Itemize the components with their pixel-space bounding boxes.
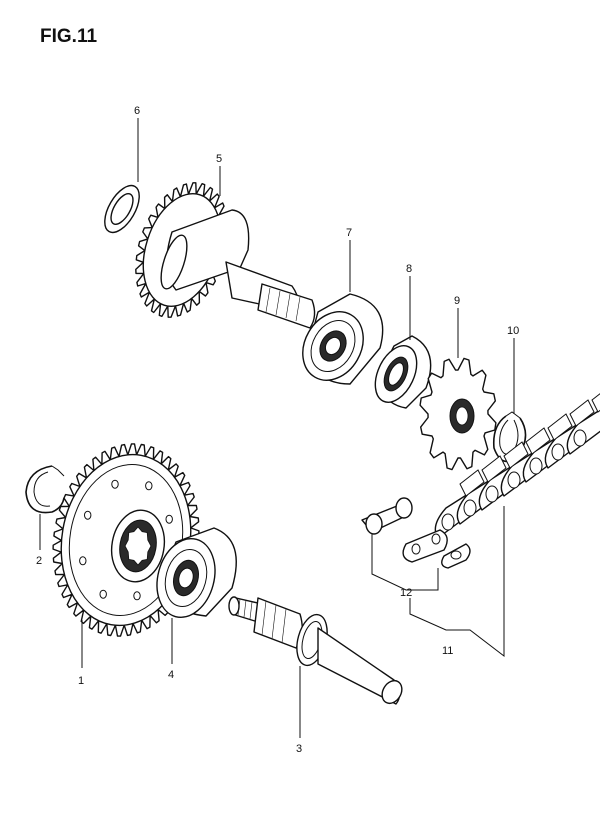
- callout-7: 7: [346, 227, 352, 239]
- callout-5: 5: [216, 153, 222, 165]
- chain-roller: [551, 443, 565, 461]
- callout-2: 2: [36, 555, 42, 567]
- chain-plate: [525, 427, 551, 455]
- callout-9: 9: [454, 295, 460, 307]
- part-8-oil-seal: [374, 335, 432, 409]
- chain-plate: [481, 455, 507, 483]
- gear-hole: [133, 591, 141, 601]
- part-12-chain-joint: [361, 497, 471, 569]
- part-1-driven-gear: [52, 443, 200, 637]
- chain-plate: [459, 469, 485, 497]
- part-4-bearing-lower: [156, 527, 237, 619]
- chain-roller: [507, 471, 521, 489]
- sprocket-spline: [455, 406, 469, 426]
- chain-plate: [591, 393, 600, 413]
- part-3-driveshaft: [228, 596, 403, 705]
- callout-10: 10: [507, 325, 519, 337]
- leader-lines: [39, 118, 515, 738]
- gear-hole: [145, 481, 153, 491]
- gear-hole: [111, 479, 119, 489]
- chain-roller: [463, 499, 477, 517]
- chain-roller: [573, 429, 587, 447]
- part-7-bearing-upper: [302, 293, 384, 385]
- chain-roller: [529, 457, 543, 475]
- callout-11: 11: [442, 645, 453, 657]
- chain-plate: [569, 399, 595, 427]
- part-11-drive-chain: [434, 393, 600, 539]
- chain-roller: [441, 513, 455, 531]
- gear-hole: [99, 589, 107, 599]
- callout-8: 8: [406, 263, 412, 275]
- chain-plate: [547, 413, 573, 441]
- chain-roller: [485, 485, 499, 503]
- hub-spline: [124, 526, 152, 566]
- callout-12: 12: [400, 587, 412, 599]
- part-5-countershaft-gear: [135, 182, 316, 329]
- gear-hole: [79, 556, 87, 566]
- figure-title: FIG.11: [40, 26, 97, 47]
- part-9-sprocket: [419, 357, 497, 471]
- part-6-washer: [104, 184, 140, 234]
- part-2-circlip: [25, 465, 65, 514]
- callout-4: 4: [168, 669, 174, 681]
- callout-1: 1: [78, 675, 84, 687]
- gear-hole: [165, 514, 173, 524]
- callout-3: 3: [296, 743, 302, 755]
- gear-hole: [84, 510, 92, 520]
- chain-plate: [503, 441, 529, 469]
- callout-6: 6: [134, 105, 140, 117]
- callout-labels: 6 5 7 8 9 10 2 1 4 3 12 11: [36, 105, 519, 755]
